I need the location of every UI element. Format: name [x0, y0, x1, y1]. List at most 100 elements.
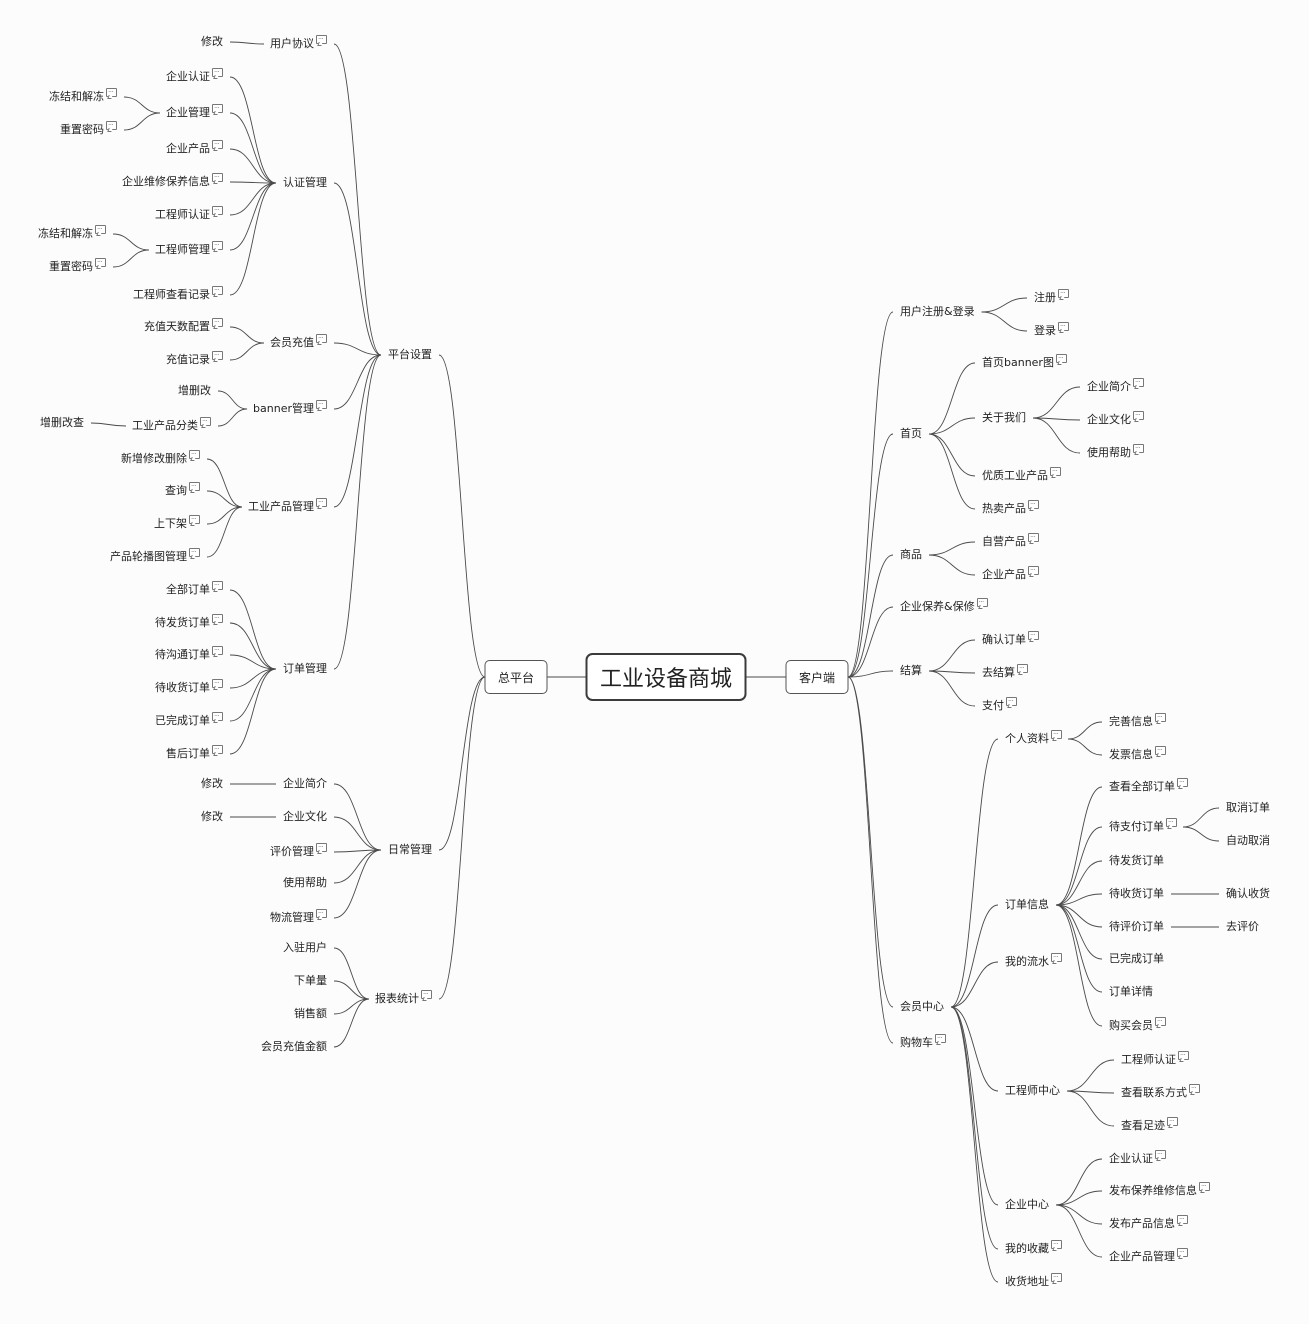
note-icon[interactable] [1017, 659, 1028, 673]
note-icon[interactable] [212, 609, 223, 623]
right-topic-5-1-0[interactable]: 查看全部订单 [1109, 773, 1188, 794]
right-topic-1-3[interactable]: 热卖产品 [982, 495, 1039, 516]
note-icon[interactable] [976, 593, 988, 607]
note-icon[interactable] [212, 135, 223, 149]
right-topic-2-0[interactable]: 自营产品 [982, 528, 1039, 549]
note-icon[interactable] [1199, 1177, 1210, 1191]
note-icon[interactable] [1058, 317, 1069, 331]
left-topic-1-3[interactable]: 使用帮助 [283, 876, 327, 890]
left-topic-0-1-0[interactable]: 企业认证 [166, 63, 223, 84]
note-icon[interactable] [1155, 1145, 1166, 1159]
note-icon[interactable] [212, 281, 223, 295]
note-icon[interactable] [316, 838, 327, 852]
note-icon[interactable] [1051, 1235, 1062, 1249]
right-topic-5-3-2[interactable]: 查看足迹 [1121, 1112, 1178, 1133]
right-topic-5-1-4[interactable]: 待评价订单 [1109, 920, 1164, 934]
note-icon[interactable] [1155, 1012, 1166, 1026]
left-topic-1[interactable]: 日常管理 [388, 843, 432, 857]
note-icon[interactable] [316, 395, 327, 409]
root-topic[interactable]: 工业设备商城 [585, 653, 747, 701]
right-topic-5-5[interactable]: 我的收藏 [1005, 1235, 1062, 1256]
note-icon[interactable] [1028, 495, 1039, 509]
right-topic-0-1[interactable]: 登录 [1034, 317, 1069, 338]
left-topic-0-3-0[interactable]: 增删改 [178, 384, 211, 398]
note-icon[interactable] [200, 412, 211, 426]
note-icon[interactable] [1058, 284, 1069, 298]
right-topic-5-4-1[interactable]: 发布保养维修信息 [1109, 1177, 1210, 1198]
right-topic-5-2[interactable]: 我的流水 [1005, 948, 1062, 969]
left-topic-0-1-6[interactable]: 工程师查看记录 [133, 281, 223, 302]
left-topic-1-4[interactable]: 物流管理 [270, 904, 327, 925]
note-icon[interactable] [1167, 1112, 1178, 1126]
right-topic-6[interactable]: 购物车 [900, 1029, 946, 1050]
right-topic-5-1-3[interactable]: 待收货订单 [1109, 887, 1164, 901]
note-icon[interactable] [1051, 1268, 1062, 1282]
note-icon[interactable] [1177, 1210, 1188, 1224]
right-topic-4-2[interactable]: 支付 [982, 692, 1017, 713]
right-main-topic[interactable]: 客户端 [785, 660, 849, 694]
left-topic-1-1-0[interactable]: 修改 [201, 810, 223, 824]
note-icon[interactable] [1189, 1079, 1200, 1093]
note-icon[interactable] [212, 674, 223, 688]
right-topic-1-1-1[interactable]: 企业文化 [1087, 406, 1144, 427]
left-topic-0-3[interactable]: banner管理 [253, 395, 327, 416]
note-icon[interactable] [189, 510, 200, 524]
right-topic-5-1-7[interactable]: 购买会员 [1109, 1012, 1166, 1033]
right-topic-5-3[interactable]: 工程师中心 [1005, 1084, 1060, 1098]
note-icon[interactable] [1028, 626, 1039, 640]
left-topic-0-0[interactable]: 用户协议 [270, 30, 327, 51]
left-topic-0-4[interactable]: 工业产品管理 [248, 493, 327, 514]
note-icon[interactable] [189, 445, 200, 459]
note-icon[interactable] [1178, 1046, 1189, 1060]
right-topic-5-1-3-0[interactable]: 确认收货 [1226, 887, 1270, 901]
left-topic-2-3[interactable]: 会员充值金额 [261, 1040, 327, 1054]
right-topic-5-4[interactable]: 企业中心 [1005, 1198, 1049, 1212]
right-topic-5-1[interactable]: 订单信息 [1005, 898, 1049, 912]
note-icon[interactable] [189, 477, 200, 491]
right-topic-2[interactable]: 商品 [900, 548, 922, 562]
note-icon[interactable] [212, 346, 223, 360]
right-topic-5-0-1[interactable]: 发票信息 [1109, 741, 1166, 762]
left-topic-0-5-0[interactable]: 全部订单 [166, 576, 223, 597]
left-topic-0-4-1[interactable]: 查询 [165, 477, 200, 498]
right-topic-1-1-2[interactable]: 使用帮助 [1087, 439, 1144, 460]
left-main-topic[interactable]: 总平台 [484, 660, 548, 694]
left-topic-0-1-2[interactable]: 企业产品 [166, 135, 223, 156]
left-topic-0-5-2[interactable]: 待沟通订单 [155, 641, 223, 662]
left-topic-0-1-5-1[interactable]: 重置密码 [49, 253, 106, 274]
right-topic-5-1-5[interactable]: 已完成订单 [1109, 952, 1164, 966]
note-icon[interactable] [95, 220, 106, 234]
left-topic-0-3-1[interactable]: 工业产品分类 [132, 412, 211, 433]
note-icon[interactable] [1028, 561, 1039, 575]
right-topic-5-1-6[interactable]: 订单详情 [1109, 985, 1153, 999]
note-icon[interactable] [212, 236, 223, 250]
right-topic-5-0[interactable]: 个人资料 [1005, 725, 1062, 746]
right-topic-3[interactable]: 企业保养&保修 [900, 593, 988, 614]
right-topic-1[interactable]: 首页 [900, 427, 922, 441]
left-topic-1-2[interactable]: 评价管理 [270, 838, 327, 859]
note-icon[interactable] [935, 1029, 946, 1043]
note-icon[interactable] [212, 576, 223, 590]
left-topic-1-0[interactable]: 企业简介 [283, 777, 327, 791]
left-topic-0-5-5[interactable]: 售后订单 [166, 740, 223, 761]
note-icon[interactable] [421, 985, 432, 999]
note-icon[interactable] [1051, 725, 1062, 739]
right-topic-4-1[interactable]: 去结算 [982, 659, 1028, 680]
note-icon[interactable] [212, 168, 223, 182]
left-topic-1-0-0[interactable]: 修改 [201, 777, 223, 791]
left-topic-0-0-0[interactable]: 修改 [201, 35, 223, 49]
right-topic-5[interactable]: 会员中心 [900, 1000, 944, 1014]
left-topic-0-1-4[interactable]: 工程师认证 [155, 201, 223, 222]
note-icon[interactable] [1155, 741, 1166, 755]
left-topic-0-4-3[interactable]: 产品轮播图管理 [110, 543, 200, 564]
note-icon[interactable] [1050, 462, 1061, 476]
right-topic-4-0[interactable]: 确认订单 [982, 626, 1039, 647]
note-icon[interactable] [316, 493, 327, 507]
note-icon[interactable] [1155, 708, 1166, 722]
note-icon[interactable] [1055, 349, 1067, 363]
note-icon[interactable] [106, 83, 117, 97]
note-icon[interactable] [316, 329, 327, 343]
note-icon[interactable] [212, 201, 223, 215]
note-icon[interactable] [212, 707, 223, 721]
right-topic-0-0[interactable]: 注册 [1034, 284, 1069, 305]
